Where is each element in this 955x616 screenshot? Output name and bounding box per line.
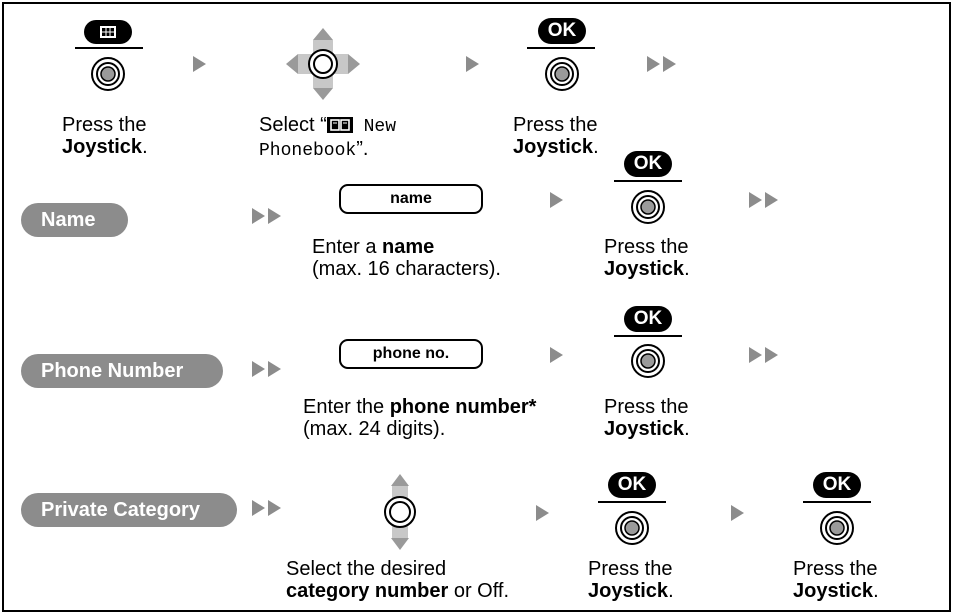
double-arrow-right xyxy=(252,361,284,377)
phonebook-icon xyxy=(326,117,353,133)
joystick-icon xyxy=(615,511,649,545)
menu-button xyxy=(84,20,132,44)
arrow-right xyxy=(550,347,563,363)
divider-line xyxy=(527,47,595,49)
step1-caption: Press the Joystick. xyxy=(62,114,148,158)
name-field: name xyxy=(339,184,483,214)
private-category-pill: Private Category xyxy=(21,493,237,527)
phone-press-caption: Press the Joystick. xyxy=(604,396,690,440)
double-arrow-right xyxy=(749,192,781,208)
arrow-right xyxy=(466,56,479,72)
arrow-right xyxy=(550,192,563,208)
arrow-right xyxy=(731,505,744,521)
category-caption: Select the desired category number or Of… xyxy=(286,558,510,602)
divider-line xyxy=(803,501,871,503)
double-arrow-right xyxy=(252,208,284,224)
arrow-right xyxy=(193,56,206,72)
category-press-caption-2: Press the Joystick. xyxy=(793,558,879,602)
divider-line xyxy=(75,47,143,49)
phone-number-field: phone no. xyxy=(339,339,483,369)
arrow-right xyxy=(536,505,549,521)
divider-line xyxy=(614,335,682,337)
category-press-caption-1: Press the Joystick. xyxy=(588,558,674,602)
double-arrow-right xyxy=(647,56,679,72)
name-caption: Enter a name (max. 16 characters). xyxy=(312,236,501,280)
joystick-icon xyxy=(545,57,579,91)
joystick-icon xyxy=(820,511,854,545)
ok-button: OK xyxy=(813,472,861,498)
divider-line xyxy=(614,180,682,182)
double-arrow-right xyxy=(252,500,284,516)
navigator-4way-icon xyxy=(286,28,360,100)
ok-button: OK xyxy=(624,306,672,332)
name-pill: Name xyxy=(21,203,128,237)
ok-button: OK xyxy=(538,18,586,44)
step3-caption: Press the Joystick. xyxy=(513,114,599,158)
divider-line xyxy=(598,501,666,503)
menu-grid-icon xyxy=(100,26,116,38)
joystick-icon xyxy=(631,190,665,224)
step2-caption: Select “ New Phonebook”. xyxy=(259,114,397,161)
navigator-up-down-icon xyxy=(384,474,416,550)
ok-button: OK xyxy=(624,151,672,177)
joystick-icon xyxy=(91,57,125,91)
joystick-icon xyxy=(631,344,665,378)
ok-button: OK xyxy=(608,472,656,498)
phone-caption: Enter the phone number* (max. 24 digits)… xyxy=(303,396,537,440)
double-arrow-right xyxy=(749,347,781,363)
phone-number-pill: Phone Number xyxy=(21,354,223,388)
name-press-caption: Press the Joystick. xyxy=(604,236,690,280)
